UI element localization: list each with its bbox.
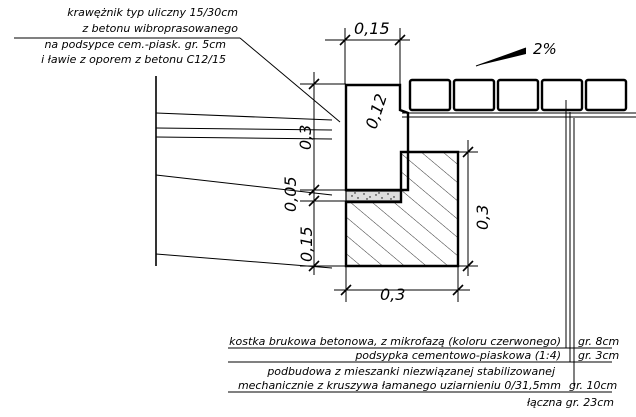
dimension-curb-height-label: 0,12 (362, 91, 391, 131)
dimension-bench-side: 0,3 (458, 140, 492, 276)
road-layer-lines (155, 76, 333, 269)
concrete-bench (344, 150, 460, 268)
paving-stones (402, 78, 636, 118)
dimension-bench-width: 0,3 (334, 266, 470, 304)
dimension-top-width-label: 0,15 (354, 19, 390, 38)
layer-leaders (565, 100, 575, 386)
dimension-bench-height-label: 0,15 (297, 226, 316, 262)
curb-note-leader (14, 37, 341, 123)
curb-note-line-1: krawężnik typ uliczny 15/30cm (67, 6, 238, 19)
curb-note-line-4: i ławie z oporem z betonu C12/15 (41, 53, 226, 66)
dimension-left-chain: 0,3 0,05 0,15 (281, 72, 346, 275)
layer-row-1-desc: kostka brukowa betonowa, z mikrofazą (ko… (229, 335, 561, 348)
layer-row-3-thickness: gr. 10cm (569, 379, 617, 392)
layer-row-2-desc: podsypka cementowo-piaskowa (1:4) (354, 349, 561, 362)
dimension-total-height-label: 0,3 (296, 125, 315, 150)
slope-indicator: 2% (475, 40, 557, 67)
layer-row-3-desc-line-2: mechanicznie z kruszywa łamanego uziarni… (238, 379, 561, 392)
dimension-bench-width-label: 0,3 (380, 285, 405, 304)
curb-note-line-2: z betonu wibroprasowanego (81, 22, 238, 35)
curb-note-line-3: na podsypce cem.-piask. gr. 5cm (44, 38, 226, 51)
bedding-layer (345, 190, 402, 202)
layer-table: kostka brukowa betonowa, z mikrofazą (ko… (228, 335, 619, 409)
dimension-bench-side-label: 0,3 (473, 205, 492, 230)
curb-note: krawężnik typ uliczny 15/30cm z betonu w… (41, 6, 238, 66)
layer-row-3-desc-line-1: podbudowa z mieszanki niezwiązanej stabi… (266, 365, 556, 378)
bedding-dots (351, 192, 395, 200)
dimension-bedding-height-label: 0,05 (281, 176, 300, 212)
layer-row-2-thickness: gr. 3cm (578, 349, 619, 362)
slope-label: 2% (533, 40, 557, 58)
layer-row-1-thickness: gr. 8cm (578, 335, 619, 348)
total-thickness: łączna gr. 23cm (527, 396, 614, 409)
dimension-top-width: 0,15 (325, 19, 410, 84)
